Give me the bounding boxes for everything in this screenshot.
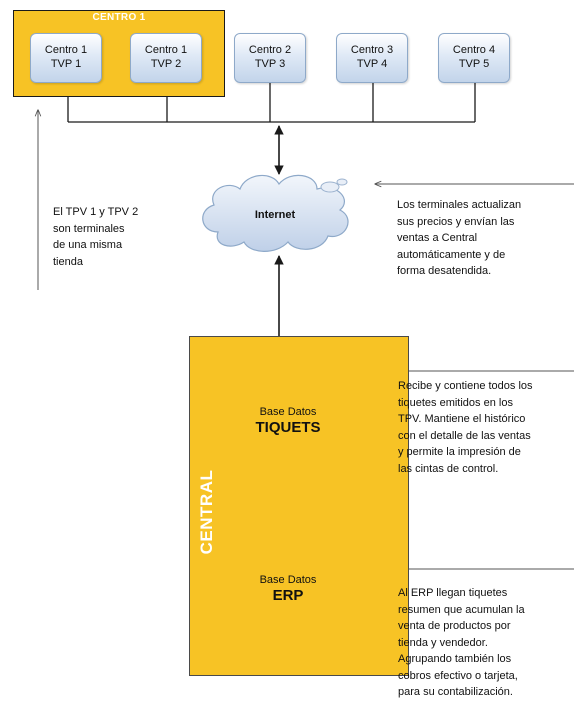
note-line: El TPV 1 y TPV 2 [53, 206, 139, 218]
note-line: tienda [53, 255, 83, 268]
note-terminals-sync: Los terminales actualizan sus precios y … [397, 197, 572, 280]
database-tiquets-name: TIQUETS [255, 419, 321, 436]
note-line: ventas a Central [397, 232, 478, 244]
database-erp-label: Base Datos ERP [222, 573, 354, 603]
note-same-store: El TPV 1 y TPV 2 son terminales de una m… [53, 204, 173, 270]
note-line: Los terminales actualizan [397, 199, 522, 211]
note-erp-db: Al ERP llegan tiquetes resumen que acumu… [398, 585, 576, 701]
note-line: y permite la impresión de [398, 446, 521, 458]
note-line: automáticamente y de [397, 248, 506, 261]
note-line: para su contabilización. [398, 686, 513, 698]
terminal-tvp5: Centro 4 TVP 5 [438, 33, 510, 83]
centro1-group-title: CENTRO 1 [92, 12, 146, 23]
note-line: Recibe y contiene todos los [398, 380, 533, 392]
note-line: cobros efectivo o tarjeta, [398, 669, 518, 682]
note-line: con el detalle de las ventas [398, 429, 531, 442]
central-group-label: CENTRAL [197, 469, 216, 555]
note-line: TPV. Mantiene el histórico [398, 413, 526, 425]
note-tiquets-db: Recibe y contiene todos los tiquetes emi… [398, 378, 576, 477]
note-line: tiquetes emitidos en los [398, 396, 513, 409]
database-erp-line1: Base Datos [259, 574, 317, 586]
note-line: son terminales [53, 222, 125, 235]
terminal-id-label: TVP 4 [356, 58, 388, 70]
database-tiquets-label: Base Datos TIQUETS [222, 405, 354, 435]
terminal-tvp1: Centro 1 TVP 1 [30, 33, 102, 83]
database-erp-name: ERP [272, 587, 304, 604]
terminal-tvp2: Centro 1 TVP 2 [130, 33, 202, 83]
note-line: sus precios y envían las [397, 215, 515, 228]
terminal-center-label: Centro 1 [44, 44, 88, 56]
note-line: Al ERP llegan tiquetes [398, 587, 508, 599]
terminal-tvp3: Centro 2 TVP 3 [234, 33, 306, 83]
terminal-id-label: TVP 3 [254, 58, 286, 70]
internet-cloud-icon [202, 174, 349, 252]
internet-label: Internet [254, 209, 296, 221]
database-tiquets-line1: Base Datos [259, 406, 317, 418]
note-line: tienda y vendedor. [398, 636, 488, 649]
terminal-id-label: TVP 2 [150, 58, 182, 70]
note-line: las cintas de control. [398, 462, 499, 475]
terminal-tvp4: Centro 3 TVP 4 [336, 33, 408, 83]
terminal-center-label: Centro 1 [144, 44, 188, 56]
note-line: de una misma [53, 239, 123, 251]
terminal-center-label: Centro 2 [248, 44, 292, 56]
terminal-id-label: TVP 5 [458, 58, 490, 70]
note-line: resumen que acumulan la [398, 603, 525, 616]
central-group [189, 336, 409, 676]
note-line: venta de productos por [398, 620, 511, 632]
note-line: forma desatendida. [397, 265, 492, 277]
note-line: Agrupando también los [398, 653, 512, 665]
terminal-center-label: Centro 3 [350, 44, 394, 56]
terminal-id-label: TVP 1 [50, 58, 82, 70]
terminal-center-label: Centro 4 [452, 44, 496, 56]
